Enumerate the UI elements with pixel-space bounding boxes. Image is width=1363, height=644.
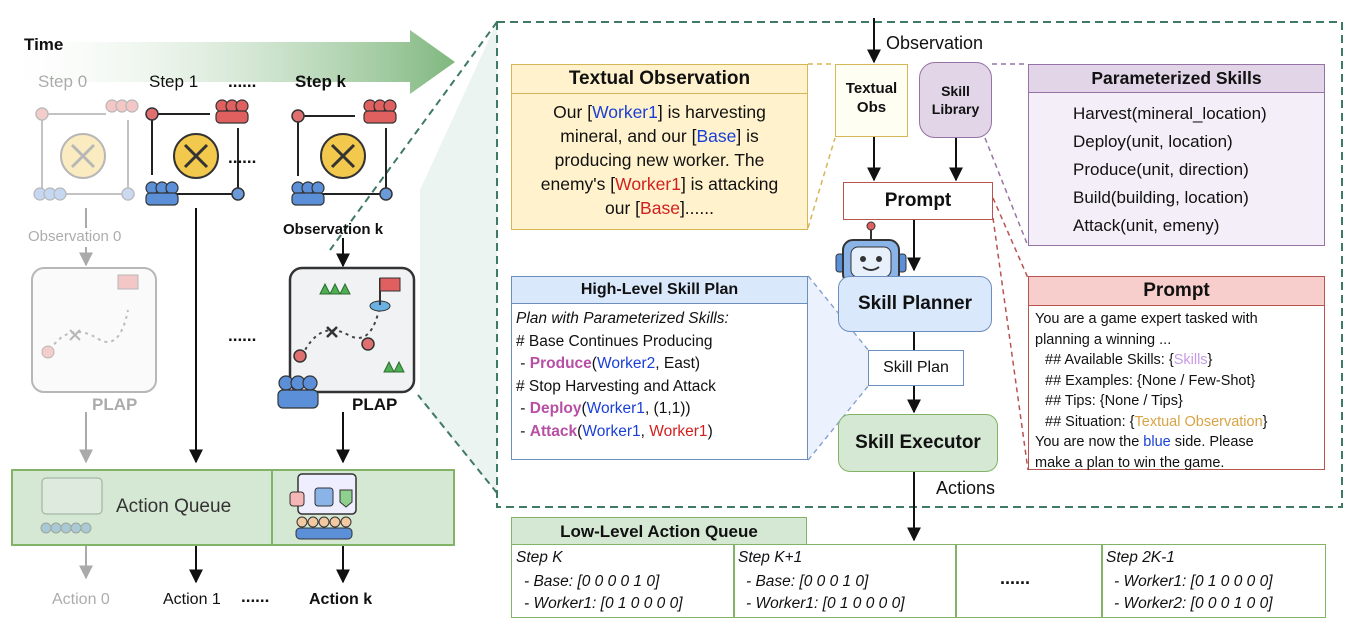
prompt-line-1: You are a game expert tasked with [1035,311,1258,327]
queue-col3-dots: ...... [1000,568,1031,588]
queue-icon-0 [40,477,103,534]
queue-col1-r2: - Worker1: [0 1 0 0 0 0] [524,595,683,612]
queue-icon-k [289,473,357,540]
prompt-line-2: planning a winning ... [1035,331,1172,348]
step-dots-top: ...... [228,72,257,91]
robot-icon [835,221,907,285]
step0-label: Step 0 [38,72,88,91]
skill-plan-title: High-Level Skill Plan [512,277,807,304]
prompt-detail-title: Prompt [1029,277,1324,306]
queue-col2-step: Step K+1 [738,549,803,566]
textual-observation-title: Textual Observation [512,65,807,94]
skill-plan-node: Skill Plan [868,350,964,386]
queue-col4-r2: - Worker2: [0 0 0 1 0 0] [1114,595,1273,612]
textual-observation-box: Textual Observation Our [Worker1] is har… [511,64,808,230]
obs-line-1: Our [Worker1] is harvesting [553,102,766,122]
plan-line-2: # Base Continues Producing [516,332,713,350]
plan-line-6: - Attack(Worker1, Worker1) [516,422,713,440]
time-label: Time [24,35,64,54]
plapk-map [277,266,416,409]
queue-col4-r1: - Worker1: [0 1 0 0 0 0] [1114,573,1273,590]
prompt-line-8: make a plan to win the game. [1035,454,1225,471]
step1-board [145,99,249,206]
plap0-map [31,267,157,393]
action-queue-strip [11,469,455,546]
parameterized-skills-box: Parameterized Skills [1028,64,1325,246]
step1-label: Step 1 [149,72,199,91]
observation0-label: Observation 0 [28,228,122,245]
skill-executor-node: Skill Executor [838,414,998,472]
plan-line-3: - Produce(Worker2, East) [516,355,701,372]
actionk-label: Action k [309,591,373,608]
queue-col1-step: Step K [516,549,563,566]
obs-line-3: producing new worker. The [554,150,765,170]
action0-label: Action 0 [52,591,110,608]
skill-harvest: Harvest(mineral_location) [1073,104,1267,123]
prompt-node: Prompt [843,182,993,220]
action-dots: ...... [241,587,270,606]
plan-line-5: - Deploy(Worker1, (1,1)) [516,400,691,417]
step-dots-mid: ...... [228,148,257,167]
queue-col1-r1: - Base: [0 0 0 0 1 0] [524,573,660,590]
low-level-queue-table [511,544,1326,618]
prompt-line-5: ## Tips: {None / Tips} [1045,393,1183,409]
skill-attack: Attack(unit, emeny) [1073,216,1220,235]
stepk-label: Step k [295,72,347,91]
skill-deploy: Deploy(unit, location) [1073,132,1233,151]
queue-col4-step: Step 2K-1 [1106,549,1175,566]
plap-dots: ...... [228,326,257,345]
obs-line-2: mineral, and our [Base] is [560,126,759,146]
skill-build: Build(building, location) [1073,188,1249,207]
plapk-label: PLAP [352,395,398,414]
plan-line-1: Plan with Parameterized Skills: [516,310,729,327]
skill-produce: Produce(unit, direction) [1073,160,1249,179]
time-arrow [14,30,455,94]
queue-col2-r2: - Worker1: [0 1 0 0 0 0] [746,595,905,612]
prompt-line-3: ## Available Skills: {Skills} [1045,352,1213,368]
step0-board [33,99,139,201]
prompt-line-6: ## Situation: {Textual Observation} [1045,413,1268,430]
observation-label: Observation [886,33,984,53]
actions-label: Actions [936,478,996,498]
queue-col2-r1: - Base: [0 0 0 1 0] [746,573,869,590]
observationk-label: Observation k [283,221,384,238]
prompt-detail-box: Prompt You are a game expert tasked with… [1028,276,1325,471]
plan-line-4: # Stop Harvesting and Attack [516,377,716,395]
skill-planner-node: Skill Planner [838,276,992,332]
main-frame [496,21,1343,508]
obs-line-5: our [Base]...... [605,198,714,218]
skill-plan-box: High-Level Skill Plan Plan with Paramete… [511,276,808,460]
parameterized-skills-title: Parameterized Skills [1029,65,1324,93]
action1-label: Action 1 [163,591,221,608]
stepk-board [291,99,397,206]
prompt-line-7: You are now the blue side. Please [1035,434,1254,450]
prompt-line-4: ## Examples: {None / Few-Shot} [1045,372,1256,389]
plap0-label: PLAP [92,395,138,414]
low-level-queue-title: Low-Level Action Queue [511,517,807,545]
action-queue-label: Action Queue [116,496,232,517]
obs-line-4: enemy's [Worker1] is attacking [540,174,779,194]
